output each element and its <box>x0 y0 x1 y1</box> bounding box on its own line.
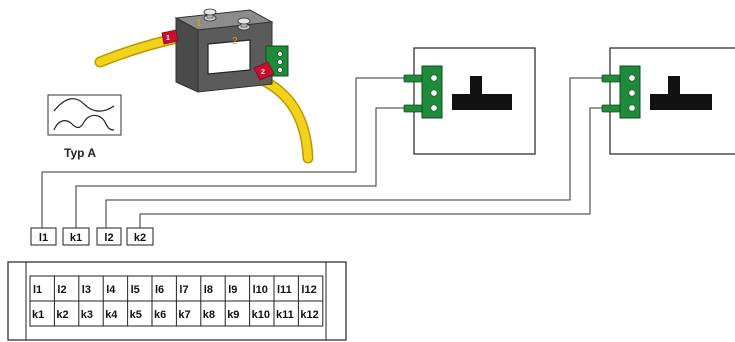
sensor-window <box>207 39 251 75</box>
terminal-label-bottom: k2 <box>56 309 68 321</box>
svg-text:2: 2 <box>261 69 265 76</box>
screw-1-icon <box>203 8 217 22</box>
device-panel-2 <box>601 47 735 155</box>
terminal-label-bottom: k8 <box>203 309 215 321</box>
terminal-cells: l1 k1 l2 k2 l3 k3 l4 k4 l5 k5 l6 k6 l7 k7 l8 k8 l9 k9 l10 k… <box>29 275 324 327</box>
svg-text:1: 1 <box>166 35 170 42</box>
terminal-label-bottom: k6 <box>154 309 166 321</box>
terminal-label-bottom: k1 <box>32 309 44 321</box>
wires <box>41 77 602 228</box>
terminal-label-top: l2 <box>57 284 66 296</box>
sensor-front-face <box>175 17 199 93</box>
connector-label-k1: k1 <box>70 232 82 244</box>
port-label-2: 2 <box>232 36 238 47</box>
waveform-label: Typ A <box>64 146 96 160</box>
terminal-label-bottom: k5 <box>130 309 142 321</box>
port-label-1: 1 <box>196 18 202 29</box>
connector-label-k2: k2 <box>134 232 146 244</box>
terminal-label-bottom: k3 <box>81 309 93 321</box>
terminal-label-bottom: k12 <box>300 309 318 321</box>
device-1-plug-bottom <box>403 104 423 113</box>
terminal-label-top: l10 <box>253 284 268 296</box>
connector-label-box-l2 <box>96 227 122 246</box>
terminal-block: l1 k1 l2 k2 l3 k3 l4 k4 l5 k5 l6 k6 l7 k7 l8 k8 l9 k9 l10 k… <box>7 261 347 341</box>
wire-l2 <box>105 77 602 228</box>
connector-label-l1: l1 <box>39 232 48 244</box>
cable-right <box>252 72 314 164</box>
terminal-label-bottom: k7 <box>178 309 190 321</box>
terminal-label-top: l1 <box>33 284 42 296</box>
connector-label-box-k2 <box>126 227 154 246</box>
cable-tag-1: 1 <box>161 29 179 45</box>
connector-label-box-k1 <box>62 227 90 246</box>
waveform-type-a-icon <box>47 94 122 136</box>
device-2-connector-icon <box>619 65 641 119</box>
device-1-t-symbol <box>452 76 512 110</box>
terminal-label-top: l6 <box>155 284 164 296</box>
terminal-label-bottom: k9 <box>227 309 239 321</box>
device-1-plug-top <box>403 74 423 83</box>
terminal-label-top: l4 <box>106 284 116 296</box>
device-2-plug-top <box>601 74 621 83</box>
wire-k1 <box>75 107 404 228</box>
terminal-label-top: l12 <box>301 284 316 296</box>
device-2-t-symbol <box>650 76 712 110</box>
terminal-label-bottom: k10 <box>252 309 270 321</box>
current-sensor: 1 2 <box>174 8 289 93</box>
screw-2-icon <box>237 17 251 31</box>
terminal-label-top: l9 <box>228 284 237 296</box>
wire-k2 <box>139 107 602 228</box>
connector-label-l2: l2 <box>104 232 113 244</box>
terminal-label-top: l8 <box>204 284 213 296</box>
device-1-connector-icon <box>421 65 443 119</box>
device-panel-1 <box>403 47 536 155</box>
terminal-label-top: l11 <box>277 284 292 296</box>
terminal-label-bottom: k4 <box>105 309 118 321</box>
terminal-label-top: l3 <box>82 284 91 296</box>
device-2-plug-bottom <box>601 104 621 113</box>
terminal-label-top: l5 <box>131 284 140 296</box>
wire-l1 <box>41 77 404 228</box>
cable-tag-2: 2 <box>253 61 275 81</box>
connector-label-box-l1 <box>30 227 57 246</box>
terminal-label-top: l7 <box>179 284 188 296</box>
connector-labels: l1 k1 l2 k2 <box>30 227 154 246</box>
terminal-label-bottom: k11 <box>276 309 294 321</box>
